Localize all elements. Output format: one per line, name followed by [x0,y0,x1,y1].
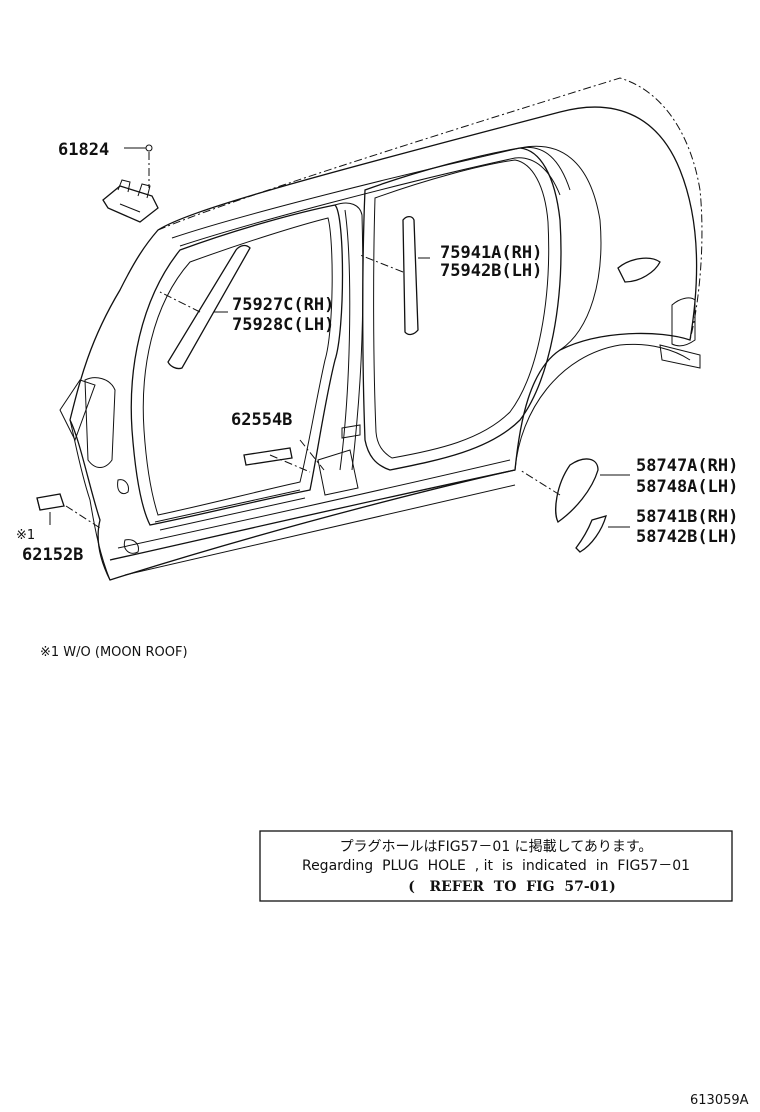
label-note-mark: ※1 [16,528,35,543]
part-75941A-shape [402,215,419,336]
part-75927C-shape [167,244,251,370]
reference-box: プラグホールはFIG57－01 に掲載してあります。 Regarding PLU… [259,830,733,902]
reference-box-line-jp: プラグホールはFIG57－01 に掲載してあります。 [340,839,653,855]
label-75927C: 75927C(RH) [232,295,334,315]
label-58748A: 58748A(LH) [636,477,738,497]
reference-box-line-ref: ( REFER TO FIG 57-01) [408,879,616,895]
leader-lines [49,147,630,529]
part-62152B-shape [36,493,65,511]
part-58741B-shape [575,515,607,553]
part-58747A-shape [555,458,599,523]
label-58741B: 58741B(RH) [636,507,738,527]
footnote-moon-roof: ※1 W/O (MOON ROOF) [40,645,188,660]
label-61824: 61824 [58,140,109,160]
label-62152B: 62152B [22,545,83,565]
figure-id: 613059A [690,1093,749,1108]
reference-box-line-en: Regarding PLUG HOLE , it is indicated in… [302,858,690,874]
label-75942B: 75942B(LH) [440,261,542,281]
side-panel-outline [59,77,703,581]
label-75941A: 75941A(RH) [440,243,542,263]
label-62554B: 62554B [231,410,292,430]
label-58747A: 58747A(RH) [636,456,738,476]
part-61824-shape [102,144,159,223]
label-58742B: 58742B(LH) [636,527,738,547]
part-62554B-shape [243,447,293,466]
label-75928C: 75928C(LH) [232,315,334,335]
